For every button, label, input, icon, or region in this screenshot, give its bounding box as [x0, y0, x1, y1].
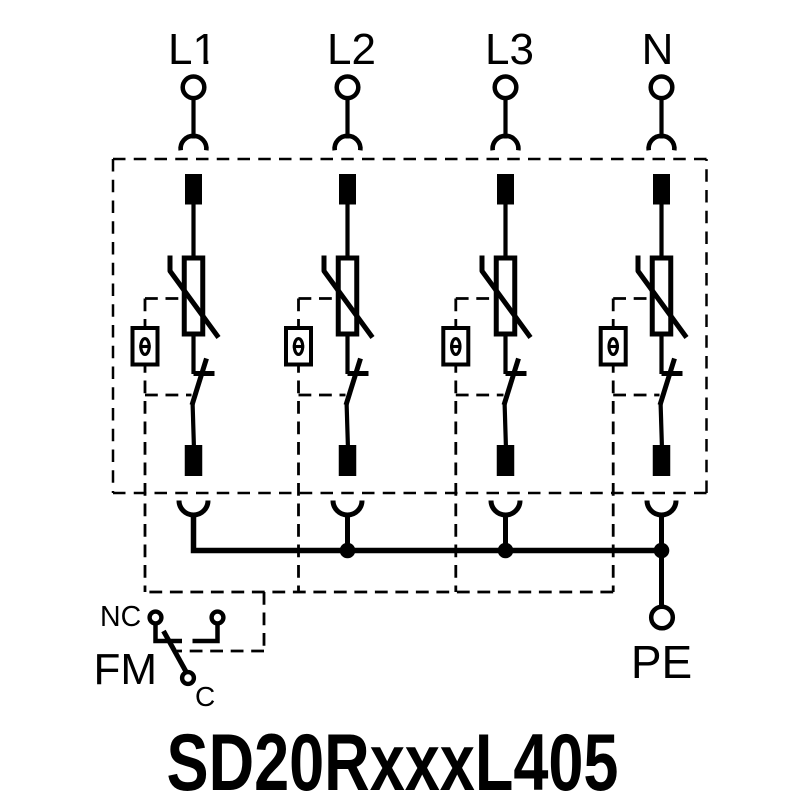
svg-text:NC: NC — [100, 601, 141, 633]
svg-text:L2: L2 — [327, 25, 376, 74]
svg-text:PE: PE — [631, 636, 692, 688]
svg-text:SD20RxxxL405: SD20RxxxL405 — [167, 719, 619, 800]
svg-text:N: N — [642, 25, 674, 74]
svg-text:C: C — [195, 681, 215, 712]
svg-text:L3: L3 — [485, 25, 534, 74]
svg-text:FM: FM — [94, 645, 158, 694]
svg-text:L1: L1 — [168, 25, 217, 74]
